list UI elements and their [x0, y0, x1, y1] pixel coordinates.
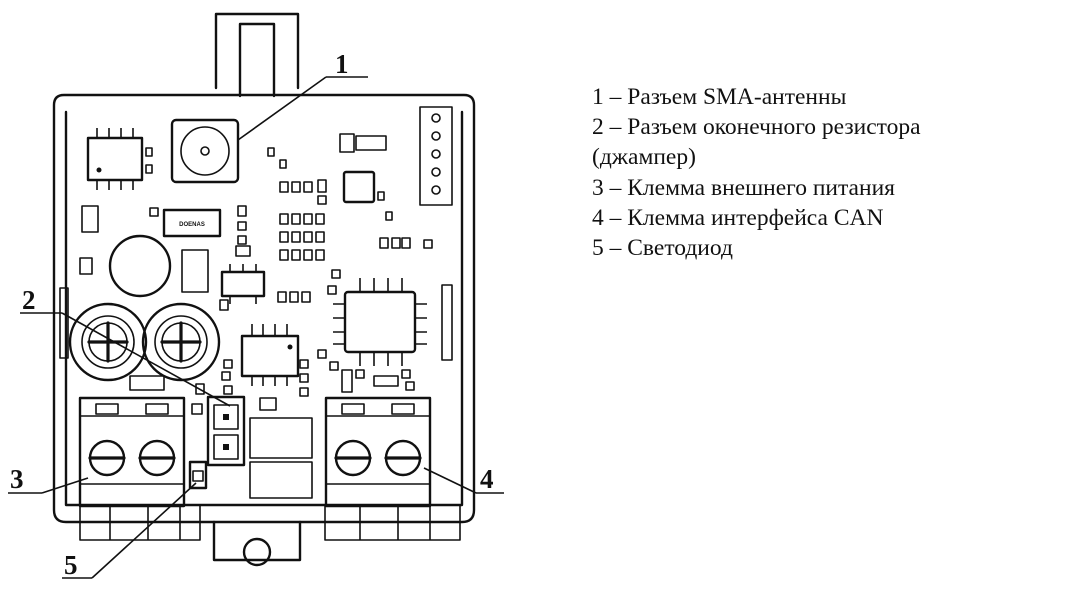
sma-antenna-connector [170, 118, 240, 184]
led [188, 460, 208, 490]
callout-3: 3 [10, 464, 24, 494]
legend-item-2: 2 – Разъем оконечного резистора [592, 114, 921, 141]
test-pads [249, 417, 313, 499]
legend-item-1: 1 – Разъем SMA-антенны [592, 84, 847, 110]
bottom-connector-feet [79, 505, 461, 541]
termination-jumper [206, 395, 246, 467]
callout-2: 2 [22, 285, 36, 315]
resistor-arrays [279, 213, 325, 261]
bottom-mounting-tab [212, 520, 302, 567]
legend-item-3: 3 – Клемма внешнего питания [592, 174, 895, 201]
callout-5: 5 [64, 550, 78, 580]
power-terminal-block [78, 396, 186, 508]
can-terminal-block [324, 396, 432, 508]
ic-top-left [86, 128, 153, 190]
qfn-chip [333, 278, 427, 366]
top-mounting-tab [214, 12, 300, 98]
ic-middle [240, 324, 300, 386]
legend-item-4: 4 – Клемма интерфейса CAN [592, 204, 884, 231]
legend-item-2-continued: (джампер) [592, 144, 696, 171]
smd-components [79, 133, 433, 415]
callout-leaders [8, 76, 504, 579]
trimmer-left [68, 302, 148, 382]
legend-item-5: 5 – Светодиод [592, 235, 733, 262]
chip-marking: DOENAS [179, 222, 205, 228]
callout-4: 4 [480, 464, 494, 494]
callout-1: 1 [335, 49, 349, 79]
device-board-drawing: DOENAS [8, 12, 504, 580]
pin-header [419, 106, 453, 206]
enclosure [52, 93, 476, 524]
legend: 1 – Разъем SMA-антенны 2 – Разъем оконеч… [592, 82, 1062, 263]
switch-component [220, 264, 266, 304]
round-capacitor [108, 234, 172, 298]
smd-chip: DOENAS [162, 208, 222, 238]
trimmer-right [141, 302, 221, 382]
